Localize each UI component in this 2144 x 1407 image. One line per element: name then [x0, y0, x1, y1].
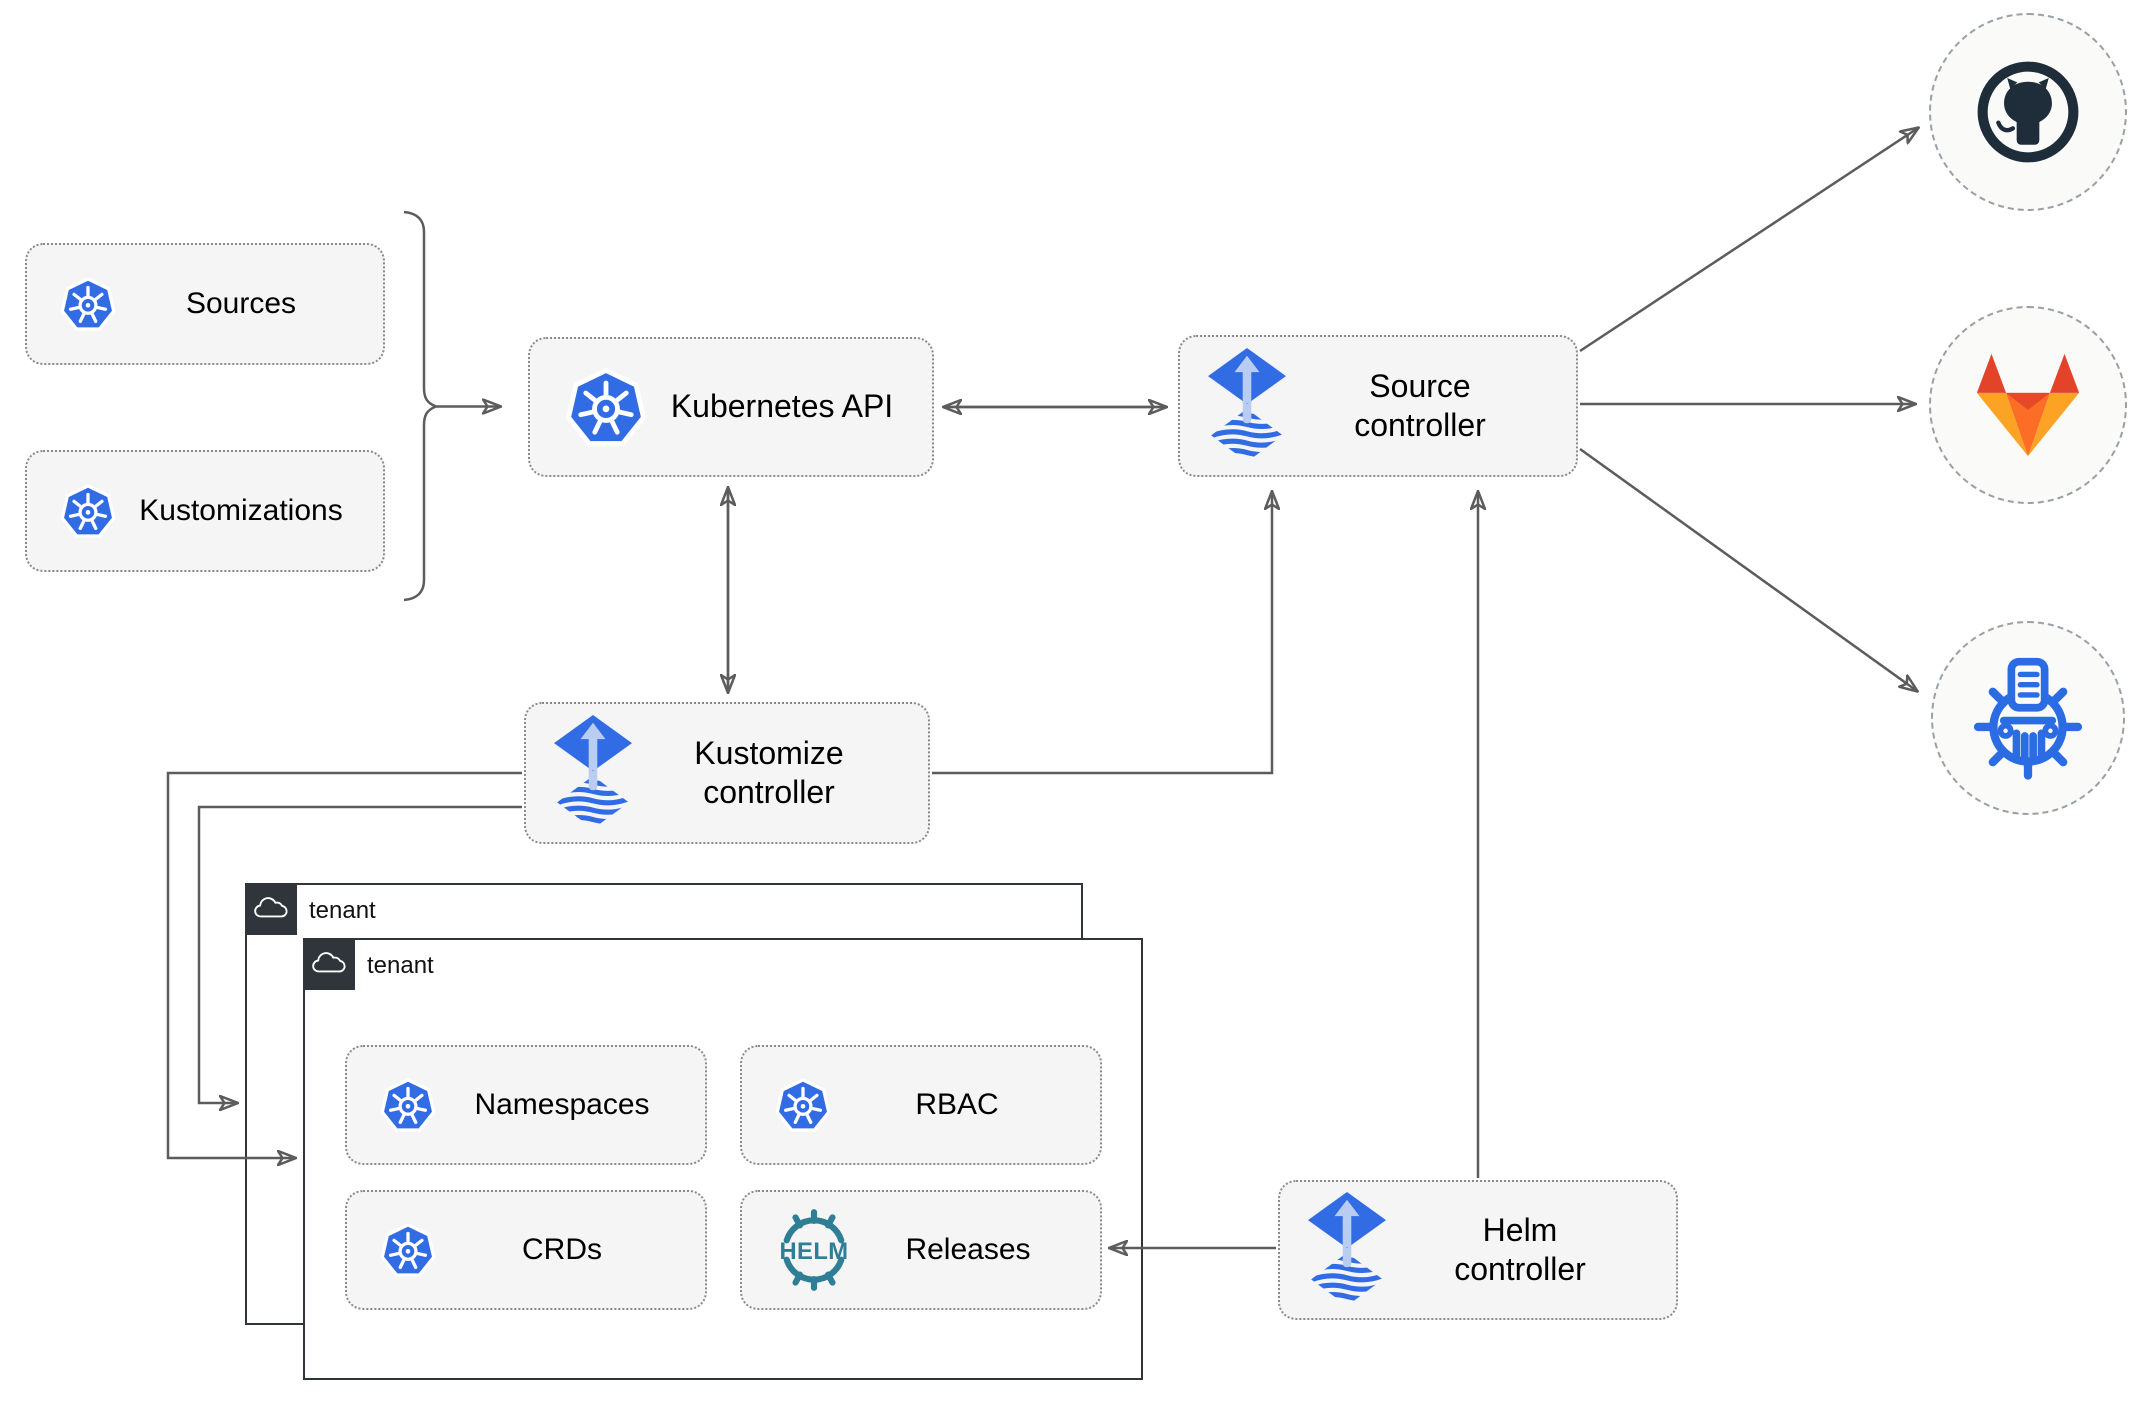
node-releases: HELM Releases [740, 1190, 1102, 1310]
kubernetes-icon [558, 359, 654, 455]
node-rbac: RBAC [740, 1045, 1102, 1165]
node-label: Kustomize controller [694, 734, 844, 810]
cloud-icon [253, 896, 289, 921]
remote-gitlab [1929, 306, 2127, 504]
wire-source-to-github [1579, 128, 1918, 353]
tenant-badge [244, 882, 297, 935]
cloud-icon [311, 951, 347, 976]
github-icon [1965, 49, 2091, 175]
node-label: Helm controller [1454, 1211, 1586, 1287]
node-label: Kubernetes API [670, 388, 894, 425]
tenant-label: tenant [309, 897, 376, 924]
kubernetes-icon [375, 1217, 441, 1283]
node-kustomizations: Kustomizations [25, 450, 385, 572]
node-crds: CRDs [345, 1190, 707, 1310]
tenant-label: tenant [367, 952, 434, 979]
flux-icon [1208, 348, 1286, 465]
flux-icon [1308, 1192, 1386, 1309]
kubernetes-icon [770, 1072, 836, 1138]
node-helm-controller: Helm controller [1278, 1180, 1678, 1320]
node-label: RBAC [915, 1087, 999, 1121]
node-kustomize-controller: Kustomize controller [524, 702, 930, 844]
remote-registry [1931, 621, 2125, 815]
node-namespaces: Namespaces [345, 1045, 707, 1165]
kubernetes-icon [375, 1072, 441, 1138]
node-sources: Sources [25, 243, 385, 365]
museum-registry-icon [1964, 654, 2092, 782]
node-kubernetes-api: Kubernetes API [528, 337, 934, 477]
remote-github [1929, 13, 2127, 211]
node-label: Namespaces [474, 1087, 650, 1121]
node-label: CRDs [522, 1232, 602, 1266]
flux-icon [554, 715, 632, 832]
helm-logo-icon: HELM [779, 1209, 848, 1291]
kubernetes-icon [55, 478, 121, 544]
node-label: Kustomizations [139, 493, 343, 527]
node-label: Source controller [1354, 367, 1486, 443]
node-label: Releases [905, 1232, 1031, 1266]
svg-text:HELM: HELM [779, 1238, 848, 1265]
kubernetes-icon [55, 271, 121, 337]
gitlab-icon [1967, 349, 2089, 461]
wire-kustomize-to-source [932, 492, 1272, 775]
wire-source-to-registry [1579, 447, 1917, 691]
wire-brace [403, 210, 440, 602]
node-source-controller: Source controller [1178, 335, 1578, 477]
node-label: Sources [185, 286, 297, 320]
tenant-badge [302, 937, 355, 990]
